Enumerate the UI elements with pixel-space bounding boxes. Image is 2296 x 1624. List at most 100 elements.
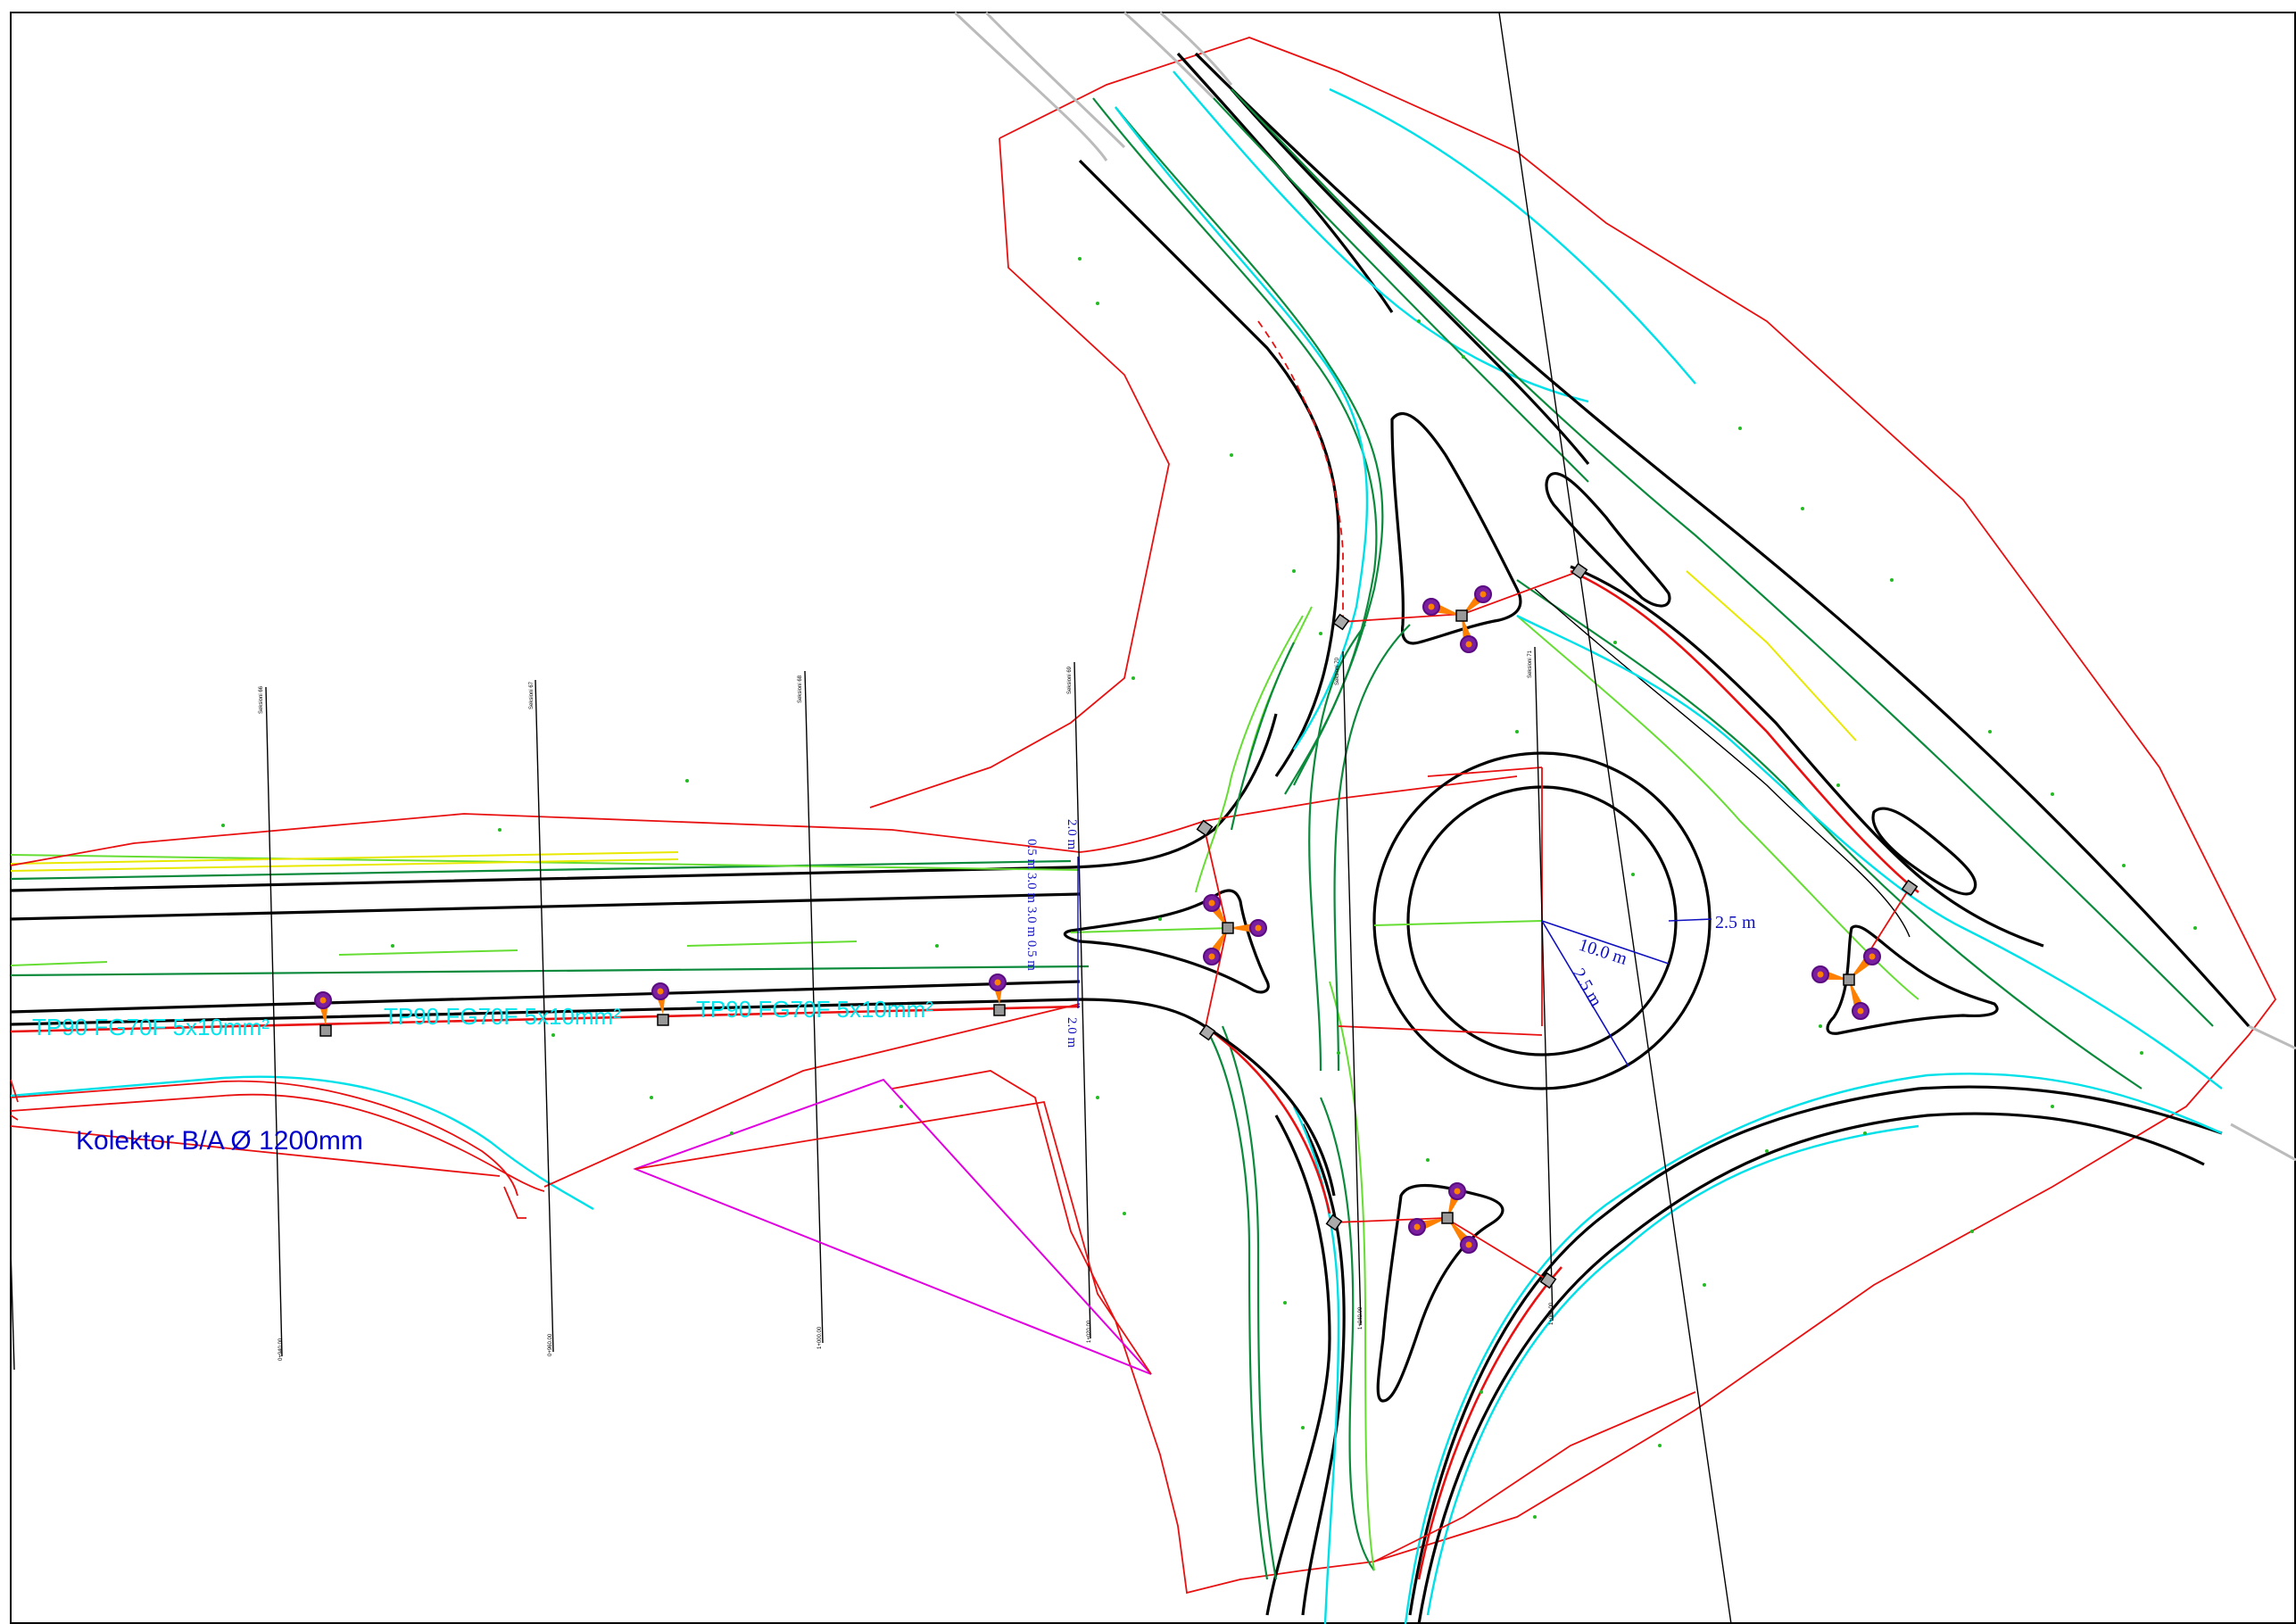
survey-point: [1131, 676, 1135, 680]
junction-boxes: [1196, 562, 1919, 1289]
pole-base: [657, 1014, 669, 1026]
north-splitter-island: [1390, 412, 1671, 645]
survey-point: [730, 1131, 734, 1135]
survey-point: [650, 1096, 653, 1099]
survey-point: [1863, 1131, 1867, 1135]
survey-point: [1426, 1158, 1430, 1162]
section-line: [1073, 661, 1091, 1339]
section-top-label: Seksioni 70: [1335, 657, 1340, 685]
survey-point: [1819, 1024, 1822, 1028]
survey-point: [935, 944, 939, 948]
lamp-core: [319, 997, 327, 1004]
survey-point: [1158, 917, 1162, 921]
section-top-label: Seksioni 71: [1528, 650, 1533, 678]
dimension-offset-label: 2.0 m: [1065, 1017, 1079, 1048]
light-pole-cluster: [1811, 948, 1881, 1020]
light-pole-cluster: [1203, 894, 1267, 965]
section-bottom-label: 1+000.00: [817, 1326, 823, 1349]
survey-point: [1078, 257, 1082, 261]
lamp-core: [1208, 953, 1215, 960]
north-approach: [1078, 52, 1589, 893]
lamp-core: [1857, 1007, 1864, 1015]
lamp-core: [1454, 1188, 1461, 1195]
survey-point: [1765, 1149, 1769, 1153]
survey-point: [1480, 1390, 1483, 1394]
dimension-ring-label: 2.5 m: [1715, 913, 1756, 932]
east-splitter-island: [1826, 924, 1999, 1035]
junction-box: [1539, 1272, 1557, 1289]
cable-label: TP90 FG70F 5x10mm²: [696, 996, 933, 1023]
survey-point: [391, 944, 394, 948]
section-line: [535, 679, 554, 1353]
section-line: [1342, 650, 1362, 1326]
southeast-road: [1373, 1073, 2223, 1624]
survey-point: [1292, 569, 1296, 573]
pole-base: [1455, 609, 1468, 622]
survey-point: [1515, 730, 1519, 733]
island-light-poles: [1203, 585, 1881, 1254]
light-pole-cluster: [1408, 1182, 1478, 1254]
survey-point: [1970, 1230, 1974, 1233]
light-pole: [989, 974, 1007, 1016]
survey-point: [2051, 792, 2054, 796]
roundabout-outer-ring: [1372, 751, 1712, 1090]
reference-line: [10, 1248, 15, 1371]
survey-point: [1096, 1096, 1099, 1099]
survey-point: [2140, 1051, 2143, 1055]
survey-point: [1533, 1515, 1537, 1519]
existing-road-grey: [953, 11, 2296, 1162]
lamp-core: [1480, 591, 1487, 598]
lamp-core: [1817, 971, 1824, 978]
survey-point: [1801, 507, 1804, 510]
junction-box: [1196, 819, 1214, 837]
west-splitter-island: [1063, 889, 1270, 994]
junction-box: [1325, 1214, 1343, 1231]
survey-point: [2122, 864, 2126, 867]
south-splitter-island: [1376, 1183, 1504, 1403]
section-lines: Seksioni 66 Seksioni 67 Seksioni 68 Seks…: [10, 12, 1732, 1624]
survey-point: [1890, 578, 1894, 582]
survey-point: [1337, 1051, 1340, 1055]
section-line: [1534, 646, 1554, 1322]
survey-point: [2051, 1105, 2054, 1108]
lamp-core: [1255, 924, 1262, 932]
light-pole: [314, 991, 332, 1037]
lamp-core: [1465, 1241, 1472, 1248]
survey-point: [221, 824, 225, 827]
section-top-label: Seksioni 67: [529, 681, 535, 709]
lamp-core: [1413, 1223, 1421, 1230]
pole-base: [1441, 1212, 1454, 1224]
survey-point: [1462, 355, 1465, 359]
section-bottom-label: 1+060.00: [1549, 1302, 1554, 1325]
pole-base: [1222, 922, 1234, 934]
survey-point: [1319, 632, 1322, 635]
survey-point: [1738, 427, 1742, 430]
junction-box: [1198, 1023, 1216, 1041]
lamp-core: [1465, 641, 1472, 648]
lamp-core: [994, 979, 1001, 986]
survey-point: [1123, 1212, 1126, 1215]
cable-label: TP90 FG70F 5x10mm²: [384, 1003, 621, 1030]
junction-box: [1901, 879, 1919, 897]
section-line: [265, 686, 283, 1357]
survey-point: [1988, 730, 1992, 733]
survey-point: [899, 1105, 903, 1108]
survey-point: [1283, 1301, 1287, 1305]
drawing-frame: [10, 12, 2296, 1624]
light-pole: [651, 982, 669, 1026]
cable-label: TP90 FG70F 5x10mm²: [32, 1014, 269, 1040]
dimension-ring-label: 2.5 m: [1569, 965, 1606, 1011]
section-top-label: Seksioni 68: [798, 675, 803, 703]
section-line: [804, 670, 824, 1344]
survey-point: [685, 779, 689, 783]
lamp-core: [657, 988, 664, 995]
northeast-road: [1194, 52, 2250, 1090]
section-top-label: Seksioni 69: [1067, 666, 1073, 694]
dimensions: 10.0 m 2.5 m 2.5 m 2.0 m 2.0 m 0.5 m 3.0…: [1024, 819, 1756, 1067]
lamp-core: [1208, 899, 1215, 907]
section-bottom-label: 0+940.00: [278, 1338, 284, 1361]
survey-point: [1836, 783, 1840, 787]
survey-point: [2193, 926, 2197, 930]
dimension-offset-label: 2.0 m: [1065, 819, 1079, 850]
